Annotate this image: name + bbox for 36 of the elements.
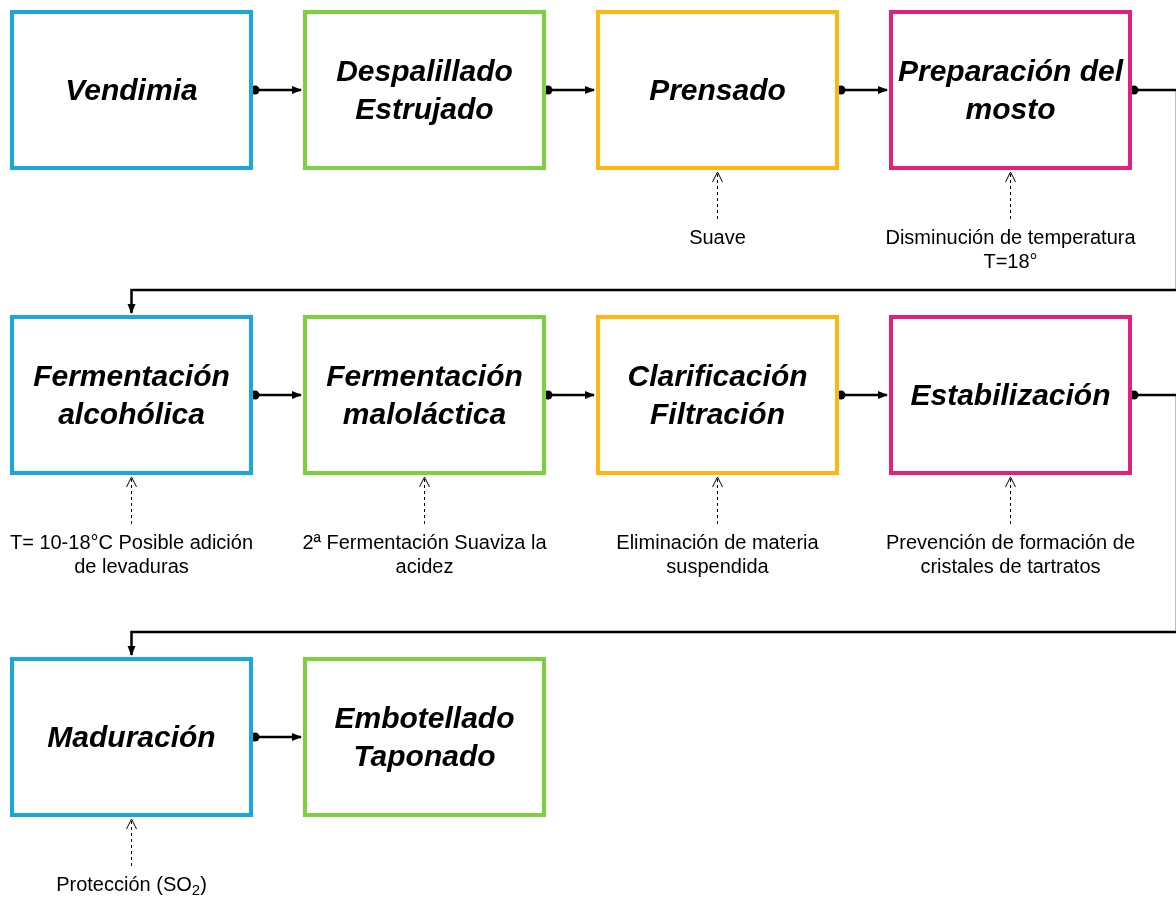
leader-line xyxy=(1005,171,1016,220)
process-box xyxy=(596,10,839,170)
note-text: Protección (SO$_{2}$) xyxy=(0,872,263,896)
process-box xyxy=(10,315,253,475)
leader-line xyxy=(712,476,723,525)
note-text: Suave xyxy=(586,225,849,249)
note-text: T= 10-18°C Posible adición de levaduras xyxy=(0,530,263,578)
note-text: Eliminación de materia suspendida xyxy=(586,530,849,578)
step-label: Vendimia xyxy=(64,72,199,108)
note-text: Prevención de formación de cristales de tartratos xyxy=(879,530,1142,578)
process-box xyxy=(596,315,839,475)
step-label: Prensado xyxy=(648,72,787,108)
step-label: Estabilización xyxy=(909,377,1112,413)
process-box xyxy=(303,657,546,817)
step-label: Fermentación maloláctica xyxy=(325,358,524,432)
step-label: Preparación del mosto xyxy=(896,53,1125,127)
note-text: Disminución de temperatura T=18° xyxy=(879,225,1142,273)
process-box xyxy=(10,10,253,170)
note-text: 2ª Fermentación Suaviza la acidez xyxy=(293,530,556,578)
leader-line xyxy=(126,476,137,525)
step-label: Fermentación alcohólica xyxy=(32,358,231,432)
process-box xyxy=(303,315,546,475)
process-box xyxy=(889,10,1132,170)
step-label: Despalillado Estrujado xyxy=(335,53,514,127)
step-label: Maduración xyxy=(46,719,217,755)
leader-line xyxy=(1005,476,1016,525)
arrow xyxy=(127,85,1176,314)
step-label: Clarificación Filtración xyxy=(626,358,809,432)
leader-line xyxy=(126,818,137,867)
process-box xyxy=(10,657,253,817)
leader-line xyxy=(712,171,723,220)
step-label: Embotellado Taponado xyxy=(333,700,516,774)
leader-line xyxy=(419,476,430,525)
arrow xyxy=(127,390,1176,656)
process-box xyxy=(303,10,546,170)
process-box xyxy=(889,315,1132,475)
